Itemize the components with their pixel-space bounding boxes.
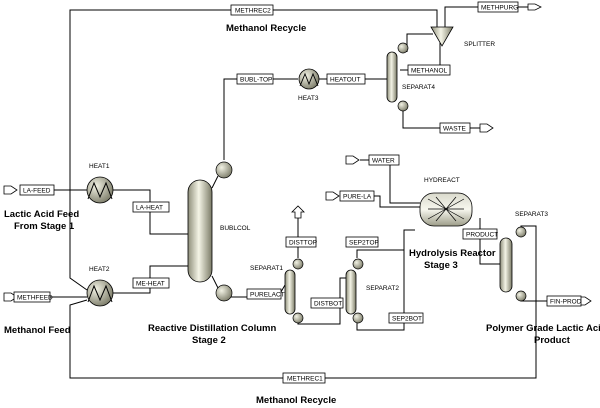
- waste-arrow: [479, 123, 494, 133]
- label-methpurg: METHPURG: [481, 5, 518, 12]
- caption-lactic-feed-1: Lactic Acid Feed: [4, 209, 79, 220]
- label-product: PRODUCT: [466, 232, 498, 239]
- label-methrec1: METHREC1: [287, 376, 323, 383]
- label-heatout: HEATOUT: [330, 77, 360, 84]
- methpurg-arrow: [527, 3, 542, 11]
- water-arrow: [345, 155, 360, 165]
- block-splitter-name: SPLITTER: [464, 41, 495, 48]
- block-heat1-name: HEAT1: [89, 163, 110, 170]
- label-disttop: DISTTOP: [289, 240, 317, 247]
- label-methanol: METHANOL: [411, 68, 448, 75]
- disttop-arrow: [291, 205, 305, 219]
- caption-hydrolysis-1: Hydrolysis Reactor: [409, 248, 496, 259]
- caption-methanol-feed: Methanol Feed: [4, 325, 71, 336]
- heat3-exchanger[interactable]: [298, 68, 320, 90]
- block-separat1-name: SEPARAT1: [250, 265, 283, 272]
- label-finprod: FIN-PROD: [550, 299, 582, 306]
- label-methfeed: METHFEED: [17, 295, 53, 302]
- block-separat4-name: SEPARAT4: [402, 84, 435, 91]
- caption-rdc-2: Stage 2: [192, 335, 226, 346]
- label-purelact: PURELACT: [250, 292, 285, 299]
- separat2-column[interactable]: [345, 258, 364, 324]
- label-bubltop: BUBL-TOP: [240, 77, 272, 84]
- splitter-block[interactable]: [430, 26, 454, 47]
- label-methrec2: METHREC2: [235, 8, 271, 15]
- caption-methanol-recycle-top: Methanol Recycle: [226, 23, 306, 34]
- purela-arrow: [325, 191, 340, 201]
- separat3-column[interactable]: [499, 226, 527, 302]
- label-water: WATER: [372, 158, 395, 165]
- label-purela: PURE-LA: [343, 194, 372, 201]
- stream-sep4-top-line: [406, 33, 433, 52]
- captions: Methanol Recycle Lactic Acid Feed From S…: [4, 23, 600, 406]
- caption-rdc-1: Reactive Distillation Column: [148, 323, 276, 334]
- separat4-column[interactable]: [386, 42, 409, 112]
- label-distbot: DISTBOT: [314, 301, 342, 308]
- block-separat2-name: SEPARAT2: [366, 285, 399, 292]
- block-separat3-name: SEPARAT3: [515, 211, 548, 218]
- label-laheat: LA-HEAT: [136, 205, 163, 212]
- label-waste: WASTE: [443, 126, 467, 133]
- hydreact-reactor[interactable]: [419, 192, 473, 227]
- bublcol-column[interactable]: [187, 161, 233, 302]
- lafeed-arrow: [3, 185, 18, 195]
- block-heat2-name: HEAT2: [89, 266, 110, 273]
- stream-methrec2-drop: [69, 185, 88, 291]
- heat2-exchanger[interactable]: [86, 279, 114, 307]
- label-lafeed: LA-FEED: [23, 188, 51, 195]
- label-sep2top: SEP2TOP: [349, 240, 379, 247]
- stream-methrec1-line: [69, 260, 537, 379]
- caption-methanol-recycle-bottom: Methanol Recycle: [256, 395, 336, 406]
- block-labels: SPLITTER HEAT3 SEPARAT4 HYDREACT HEAT1 H…: [89, 41, 548, 292]
- caption-polymer-2: Product: [534, 335, 571, 346]
- label-meheat: ME-HEAT: [136, 281, 165, 288]
- stream-sep2bot-line: [356, 230, 405, 331]
- separat1-column[interactable]: [284, 258, 304, 324]
- caption-lactic-feed-2: From Stage 1: [14, 221, 75, 232]
- stream-labels: METHREC2 METHPURG BUBL-TOP HEATOUT METHA…: [13, 1, 582, 384]
- stream-bubltop-line: [223, 78, 298, 160]
- block-bublcol-name: BUBLCOL: [220, 225, 251, 232]
- heat1-exchanger[interactable]: [86, 176, 114, 204]
- block-heat3-name: HEAT3: [298, 95, 319, 102]
- block-hydreact-name: HYDREACT: [424, 177, 460, 184]
- caption-polymer-1: Polymer Grade Lactic Acid: [486, 323, 600, 334]
- caption-hydrolysis-2: Stage 3: [424, 260, 458, 271]
- label-sep2bot: SEP2BOT: [392, 316, 422, 323]
